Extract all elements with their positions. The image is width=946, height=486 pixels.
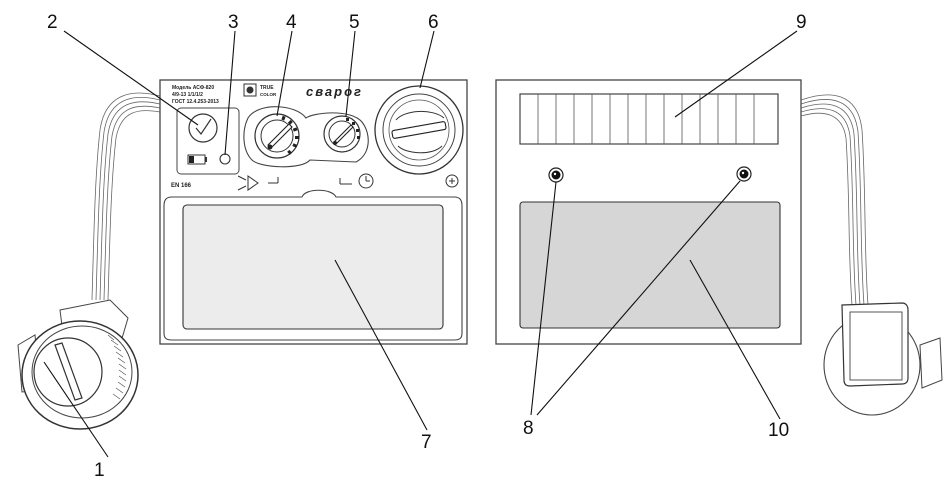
panel-label-block: Модель АСФ-820 4/9-13 1/1/1/2 ГОСТ 12.4.…	[172, 85, 219, 105]
callout-numbers: 1 2 3 4 5 6 7 8 9 10	[47, 12, 807, 481]
solar-cell	[519, 93, 779, 145]
indicator-box	[176, 107, 240, 175]
shade-knob[interactable]	[254, 113, 300, 159]
callout-5: 5	[349, 12, 360, 33]
check-indicator-icon	[188, 113, 218, 143]
left-ribbon-cable	[91, 92, 161, 301]
callout-7: 7	[421, 432, 432, 453]
low-battery-led	[219, 153, 231, 165]
callout-4: 4	[286, 12, 297, 33]
shade-mode-icon	[237, 175, 279, 191]
front-viewing-window	[182, 204, 444, 330]
battery-icon	[187, 154, 207, 165]
brand-logo: сварог	[306, 84, 363, 99]
callout-8: 8	[523, 418, 534, 439]
plus-icon	[445, 174, 459, 188]
true-color-label: TRUE	[260, 85, 274, 91]
leader-6	[419, 30, 435, 89]
callout-2: 2	[47, 12, 58, 33]
battery-holder-left	[17, 299, 139, 430]
callout-1: 1	[94, 460, 105, 481]
arc-sensor-right	[736, 166, 752, 182]
callout-6: 6	[428, 12, 439, 33]
leader-5	[345, 30, 356, 117]
model-label: Модель АСФ-820	[172, 85, 214, 91]
standard-label: ГОСТ 12.4.253-2013	[172, 99, 219, 105]
leader-3	[224, 30, 236, 156]
leader-2	[63, 30, 199, 126]
leader-7	[334, 259, 428, 431]
true-color-badge: TRUE COLOR	[243, 83, 277, 97]
callout-3: 3	[228, 12, 239, 33]
leader-8b	[536, 180, 741, 416]
leader-10	[689, 259, 781, 420]
right-ribbon-cable	[800, 94, 869, 306]
callout-10: 10	[768, 420, 789, 441]
callout-9: 9	[796, 12, 807, 33]
delay-knob[interactable]	[323, 115, 361, 153]
leader-lines	[43, 30, 798, 458]
spec-label: 4/9-13 1/1/1/2	[172, 92, 203, 98]
leader-9	[674, 30, 798, 118]
en-166-label: EN 166	[171, 183, 192, 189]
sensitivity-knob[interactable]	[374, 85, 464, 175]
back-viewing-window	[519, 201, 781, 329]
arc-sensor-left	[548, 167, 564, 183]
battery-holder-right	[823, 302, 943, 416]
leader-1	[43, 361, 109, 458]
color-label: COLOR	[260, 92, 277, 97]
leader-4	[276, 30, 293, 117]
delay-time-icon	[339, 173, 374, 189]
leader-8a	[530, 181, 557, 416]
